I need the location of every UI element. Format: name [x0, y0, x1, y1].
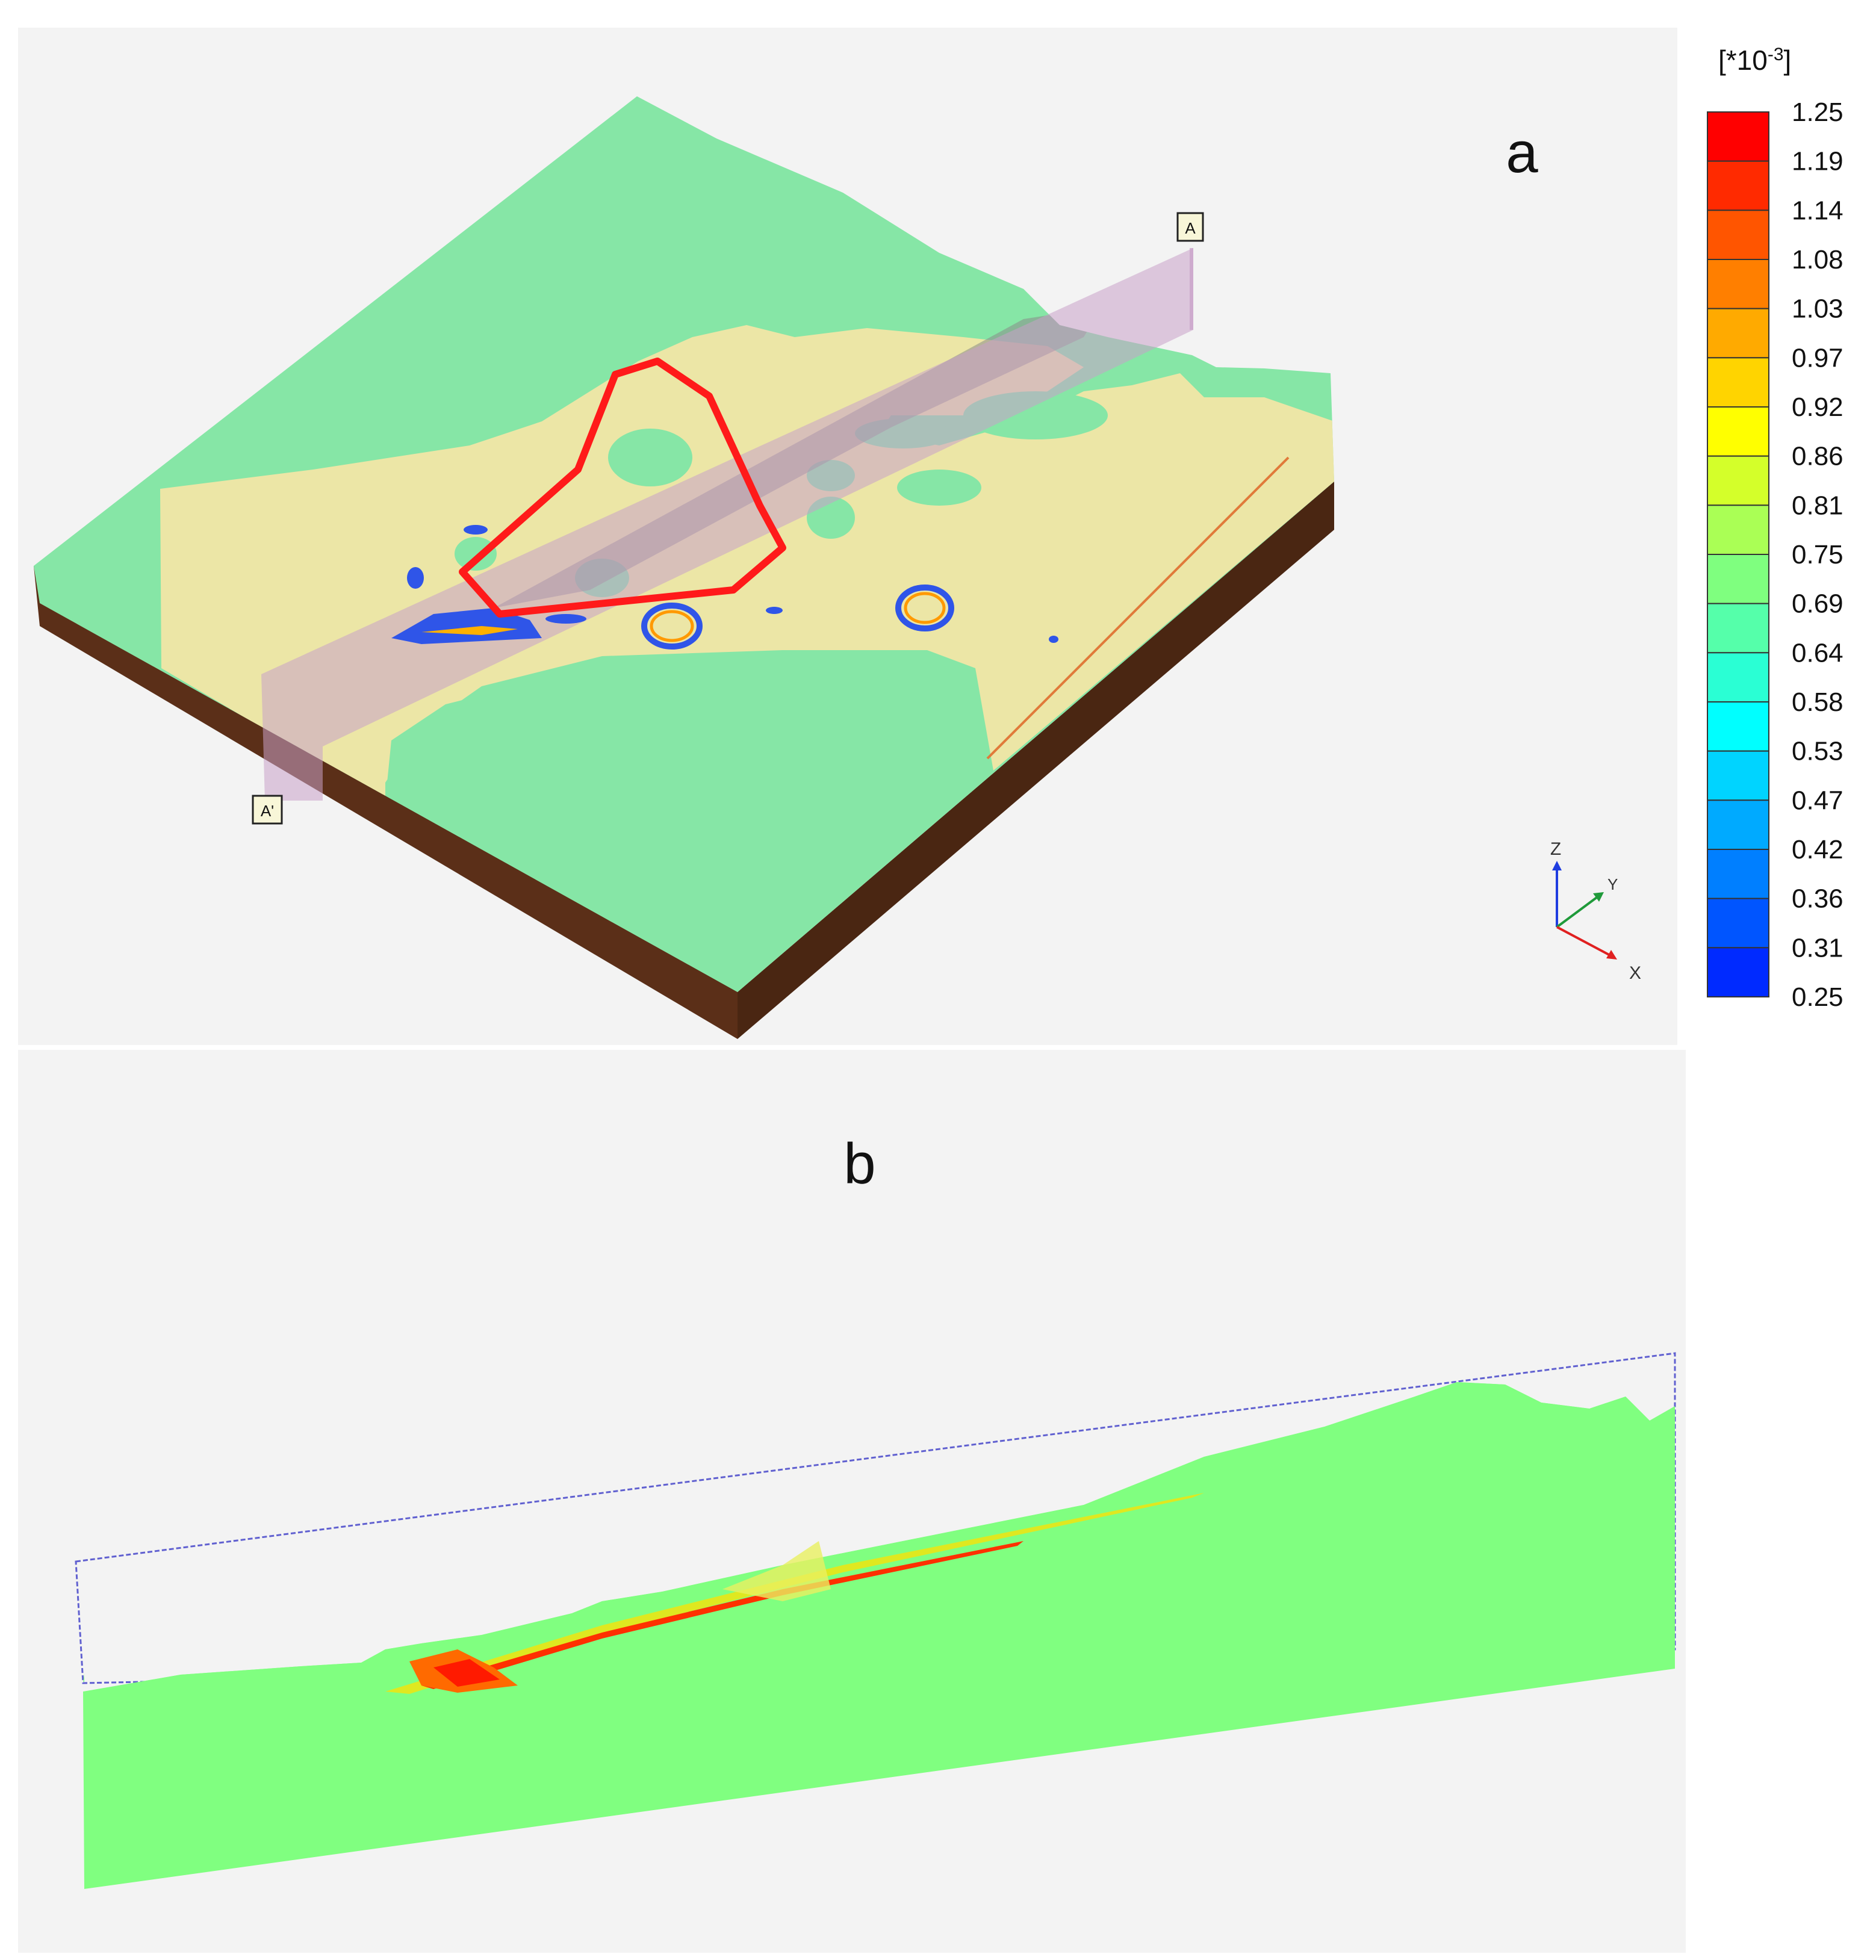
y-axis-label: Y — [1607, 875, 1618, 893]
legend-tick-label: 0.53 — [1792, 737, 1843, 766]
panel-a-label: a — [1506, 120, 1538, 185]
axis-triad: Z Y X — [1550, 839, 1641, 983]
section-plane-end — [1190, 248, 1193, 330]
marker-a-prime: A' — [252, 795, 283, 825]
y-axis-line — [1556, 895, 1600, 928]
legend-tick-label: 0.31 — [1792, 933, 1843, 963]
legend-swatch — [1707, 111, 1769, 162]
strain-ring-2-inner — [904, 592, 946, 624]
legend-swatch — [1707, 898, 1769, 949]
strain-streak-core — [421, 626, 518, 635]
y-axis-arrow — [1593, 892, 1604, 902]
x-axis-line — [1556, 926, 1614, 958]
legend-tick-label: 0.42 — [1792, 835, 1843, 864]
green-patch-8 — [455, 537, 497, 571]
legend-swatch — [1707, 259, 1769, 309]
legend-color-bar — [1707, 111, 1769, 998]
legend-swatch — [1707, 160, 1769, 211]
color-legend: [*10-3] 1.25 1.19 1.14 1.08 1.03 0.97 0.92 0.86… — [1707, 45, 1843, 1012]
boundary-line — [986, 456, 1290, 760]
legend-swatch — [1707, 357, 1769, 408]
legend-swatch — [1707, 554, 1769, 604]
strain-spot-5 — [1049, 636, 1058, 643]
green-patch-1 — [608, 429, 692, 486]
strain-spot-4 — [766, 607, 783, 614]
legend-tick-label: 0.25 — [1792, 982, 1843, 1012]
legend-swatch — [1707, 209, 1769, 261]
legend-tick-label: 0.47 — [1792, 786, 1843, 815]
yellow-zone — [722, 1541, 831, 1601]
legend-tick-label: 0.75 — [1792, 540, 1843, 569]
marker-a-label: A — [1185, 219, 1196, 237]
legend-swatch — [1707, 308, 1769, 359]
legend-tick-label: 1.25 — [1792, 98, 1843, 127]
marker-a-prime-label: A' — [261, 802, 274, 820]
legend-swatch — [1707, 406, 1769, 457]
legend-swatch — [1707, 603, 1769, 654]
legend-swatch — [1707, 799, 1769, 851]
cross-section — [75, 1352, 1676, 1889]
legend-swatch — [1707, 750, 1769, 801]
strain-spot-2 — [464, 525, 488, 535]
legend-tick-label: 1.03 — [1792, 294, 1843, 324]
strain-spot-3 — [545, 614, 586, 624]
marker-a: A — [1176, 212, 1204, 242]
legend-tick-label: 1.19 — [1792, 147, 1843, 176]
legend-tick-label: 0.36 — [1792, 884, 1843, 914]
legend-tick-labels: 1.25 1.19 1.14 1.08 1.03 0.97 0.92 0.86 0.81 0.75… — [1792, 98, 1843, 1012]
legend-tick-label: 1.08 — [1792, 245, 1843, 274]
panel-b-label: b — [843, 1132, 875, 1196]
legend-tick-label: 0.97 — [1792, 343, 1843, 373]
strain-ring-2 — [895, 585, 954, 631]
strain-ring-1-inner — [650, 610, 694, 642]
legend-tick-label: 0.69 — [1792, 589, 1843, 619]
red-outline-zone — [459, 358, 786, 618]
strain-spot-1 — [407, 567, 424, 589]
z-axis-arrow — [1552, 861, 1562, 870]
legend-swatch — [1707, 849, 1769, 899]
legend-swatch — [1707, 947, 1769, 998]
x-axis-label: X — [1629, 963, 1641, 983]
soil-base-right-face — [738, 482, 1334, 1039]
strain-ring-1 — [641, 603, 703, 650]
ground-fill-lower — [83, 1382, 1675, 1889]
legend-tick-label: 1.14 — [1792, 196, 1843, 225]
legend-tick-label: 0.58 — [1792, 687, 1843, 717]
ground-profile — [83, 1673, 84, 1682]
legend-tick-label: 0.81 — [1792, 491, 1843, 520]
legend-swatch — [1707, 701, 1769, 752]
legend-swatch — [1707, 652, 1769, 703]
legend-swatch — [1707, 455, 1769, 506]
green-patch-3 — [897, 470, 981, 506]
terrain-block: A A' — [34, 96, 1334, 1039]
slip-zone-head-core — [433, 1659, 500, 1687]
legend-tick-label: 0.64 — [1792, 638, 1843, 668]
legend-unit: [*10-3] — [1718, 45, 1791, 76]
legend-tick-label: 0.92 — [1792, 392, 1843, 422]
legend-tick-label: 0.86 — [1792, 442, 1843, 471]
x-axis-arrow — [1606, 950, 1617, 960]
z-axis-label: Z — [1550, 839, 1561, 859]
green-patch-south — [385, 668, 987, 992]
legend-swatch — [1707, 504, 1769, 555]
section-plane-a-a-prime — [261, 248, 1193, 801]
